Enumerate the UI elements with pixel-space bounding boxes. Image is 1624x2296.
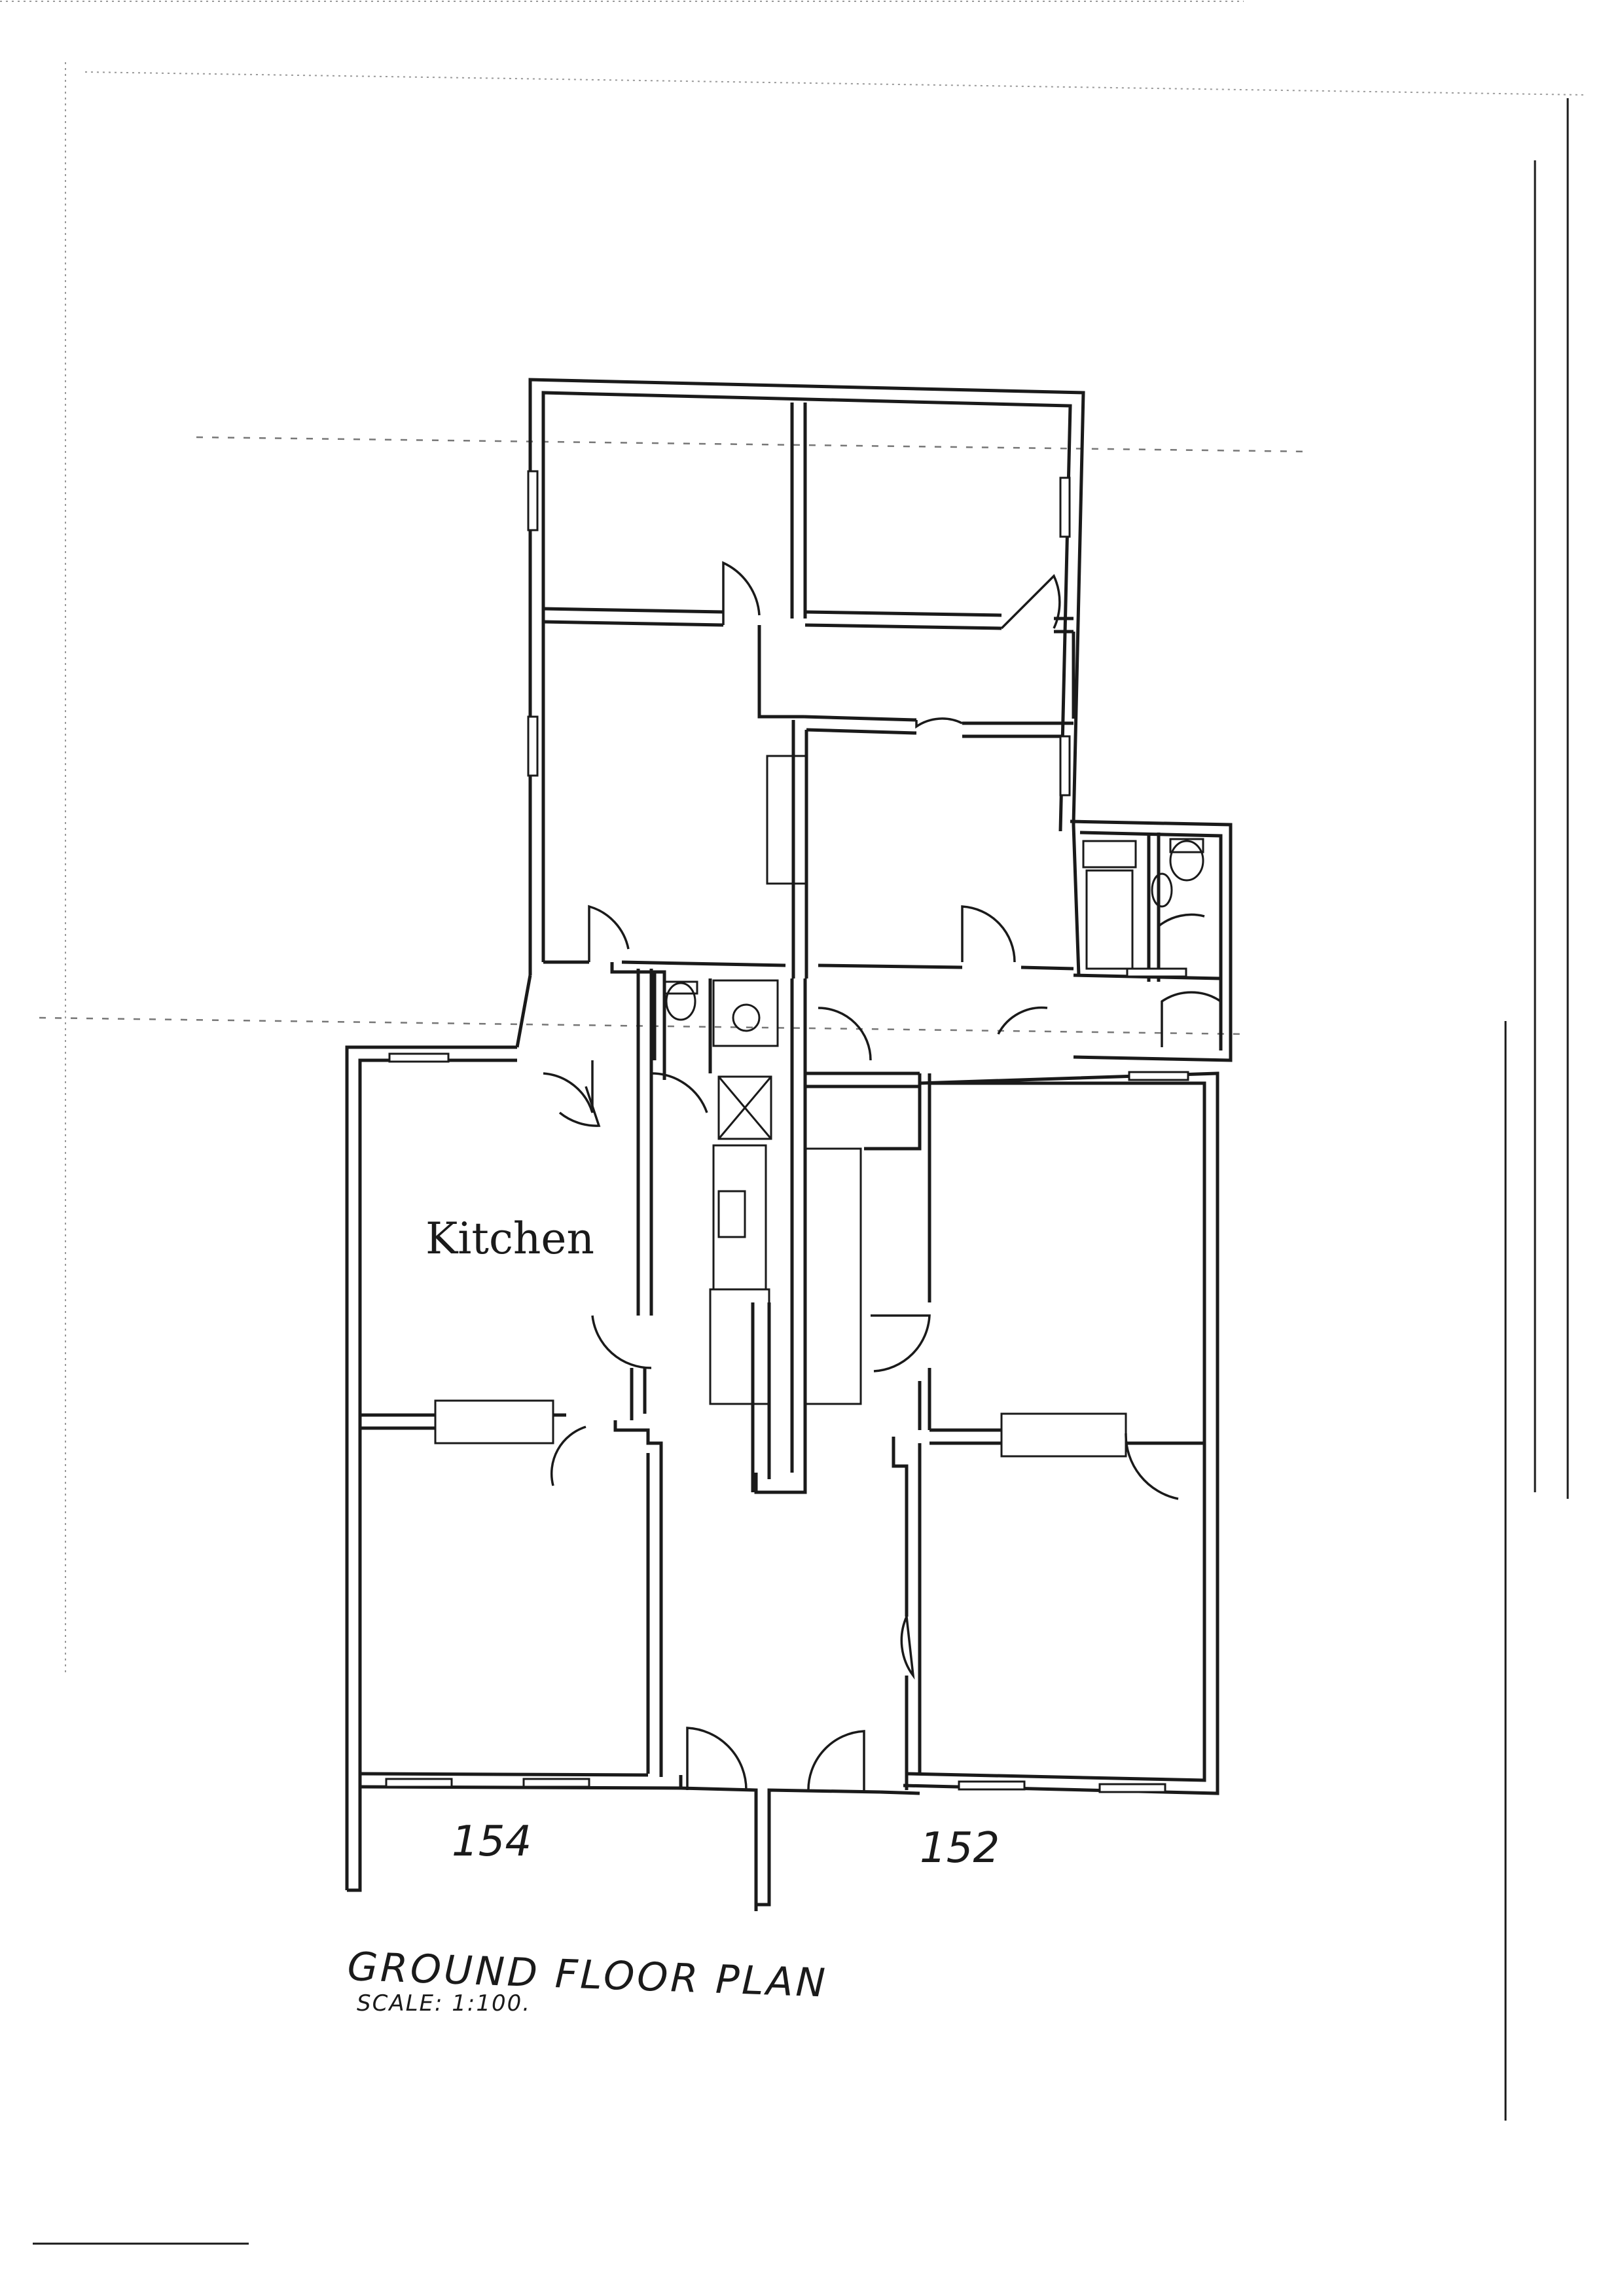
upper-wing-walls	[528, 378, 1085, 978]
main-house-doors	[543, 1006, 1179, 1793]
scan-border	[0, 1, 1585, 2245]
bathroom-annex	[1070, 819, 1233, 1062]
boundary-walls	[347, 1793, 758, 1911]
house-number-152: 152	[920, 1824, 1000, 1873]
main-house-windows	[385, 967, 1189, 1793]
house-number-154: 154	[452, 1818, 532, 1866]
upper-wing-windows	[527, 470, 1071, 797]
upper-wing-doors	[588, 561, 1061, 963]
wc-fittings	[663, 980, 761, 1032]
main-house-walls	[345, 962, 1219, 1907]
kitchen-label: Kitchen	[425, 1213, 594, 1264]
plan-scale: SCALE: 1:100.	[357, 1990, 531, 2017]
